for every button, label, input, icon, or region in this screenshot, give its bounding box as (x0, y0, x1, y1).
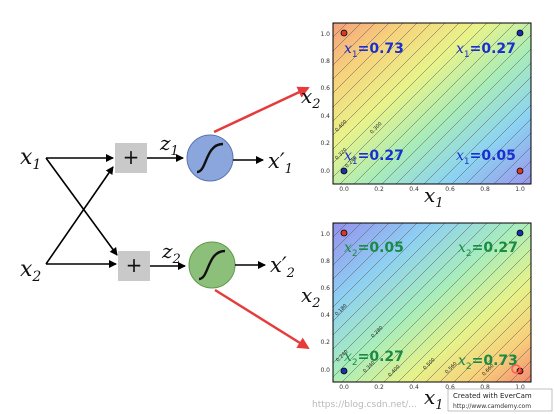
plot-2-xtick: 1.0 (515, 384, 525, 391)
plot-2-point-blue (340, 367, 348, 375)
neuron-2 (188, 241, 236, 289)
plot-2-xtick: 0.0 (339, 384, 349, 391)
plot-2-annotations: x2=0.05 x2=0.27 x2=0.27 x2=0.73 (344, 240, 518, 372)
output-x2-label: x′2 (270, 253, 295, 281)
plot-1-x-axis-label: x1 (424, 183, 444, 211)
input-x1-label: x1 (20, 145, 41, 173)
watermark-url: http://www.camdemy.com (453, 403, 531, 410)
plot-2-ytick: 0.6 (320, 285, 330, 292)
plot-1-ytick: 1.0 (320, 31, 330, 38)
plot-2-background (333, 223, 531, 382)
plot-2-ytick: 0.4 (320, 312, 330, 319)
plot-1-point-red (340, 29, 348, 37)
output-x1-label: x′1 (268, 149, 293, 177)
plot-1-annotations: x1=0.73 x1=0.27 x1=0.27 x1=0.05 (344, 41, 516, 167)
plot-1-value-label: x1=0.73 (344, 41, 404, 60)
csdn-watermark: https://blog.csdn.net/... (312, 400, 417, 410)
plot-1-value-label: x1=0.27 (344, 148, 404, 167)
plot-2-value-label: x2=0.27 (458, 240, 518, 259)
sum-node-2 (118, 251, 150, 281)
plot-1-contours (333, 23, 531, 184)
sigmoid-icon (196, 142, 224, 174)
sigmoid-icon (198, 249, 226, 281)
plot-1-xtick: 1.0 (515, 186, 525, 193)
plot-1-xtick: 0.2 (374, 186, 384, 193)
plot-2-xtick: 0.2 (374, 384, 384, 391)
sum-node-1-symbol: + (123, 145, 140, 169)
plot-2-ytick: 0.0 (320, 367, 330, 374)
plot-2-frame (332, 222, 532, 383)
plot-2-value-label: x2=0.27 (344, 349, 404, 368)
network: x1 x2 + + z1 z2 x′1 x′2 (20, 86, 310, 350)
plot-1-xtick: 0.0 (339, 186, 349, 193)
plot-2-xtick: 0.4 (409, 384, 419, 391)
callout-arrow-2 (214, 288, 310, 350)
plot-1-ytick: 0.6 (320, 85, 330, 92)
plot-1-frame (332, 22, 532, 185)
decision-plot-x1: 1.0 0.8 0.6 0.4 0.2 0.0 0.0 0.2 0.4 0.6 … (301, 22, 532, 211)
plot-1-value-label: x1=0.27 (456, 41, 516, 60)
plot-1-xtick: 0.8 (480, 186, 490, 193)
plot-2-xtick: 0.8 (480, 384, 490, 391)
neuron-1 (186, 134, 234, 182)
watermark-box (447, 388, 553, 412)
plot-1-point-red (516, 167, 524, 175)
plot-2-x-axis-label: x1 (424, 385, 444, 413)
plot-2-xtick: 0.6 (445, 384, 455, 391)
sum-node-1 (115, 143, 147, 173)
plot-1-yticks: 1.0 0.8 0.6 0.4 0.2 0.0 (320, 31, 330, 175)
plot-2-point-blue (516, 229, 524, 237)
plot-1-xtick: 0.4 (409, 186, 419, 193)
plot-2-ytick: 1.0 (320, 231, 330, 238)
decision-plot-x2: 1.0 0.8 0.6 0.4 0.2 0.0 0.0 0.2 0.4 0.6 … (301, 222, 532, 413)
plot-1-xtick: 0.6 (445, 186, 455, 193)
plot-1-ytick: 0.0 (320, 168, 330, 175)
watermark-title: Created with EverCam (453, 392, 532, 400)
edge-x2-sum1 (45, 166, 114, 265)
z2-label: z2 (161, 239, 181, 267)
plot-1-xticks: 0.0 0.2 0.4 0.6 0.8 1.0 (339, 186, 525, 193)
evercam-watermark: Created with EverCam http://www.camdemy.… (447, 388, 553, 412)
cursor-highlight-ring (511, 364, 521, 374)
plot-1-value-label: x1=0.05 (456, 148, 516, 167)
plot-2-value-label: x2=0.05 (344, 240, 404, 259)
callout-arrow-1 (213, 86, 310, 134)
plot-1-y-axis-label: x2 (301, 84, 321, 112)
sum-node-2-symbol: + (126, 253, 143, 277)
edge-x1-sum2 (45, 157, 118, 256)
plot-2-xticks: 0.0 0.2 0.4 0.6 0.8 1.0 (339, 384, 525, 391)
plot-1-ytick: 0.4 (320, 113, 330, 120)
plot-1-ytick: 0.8 (320, 58, 330, 65)
plot-1-point-blue (516, 29, 524, 37)
plot-2-value-label: x2=0.73 (458, 353, 518, 372)
z1-label: z1 (159, 131, 179, 159)
plot-2-ytick: 0.8 (320, 258, 330, 265)
plot-2-y-axis-label: x2 (301, 283, 321, 311)
plot-2-contours (333, 223, 531, 382)
plot-2-yticks: 1.0 0.8 0.6 0.4 0.2 0.0 (320, 231, 330, 374)
plot-2-point-red (340, 229, 348, 237)
plot-1-ytick: 0.2 (320, 140, 330, 147)
input-x2-label: x2 (20, 257, 41, 285)
plot-1-point-blue (340, 167, 348, 175)
plot-2-ytick: 0.2 (320, 339, 330, 346)
